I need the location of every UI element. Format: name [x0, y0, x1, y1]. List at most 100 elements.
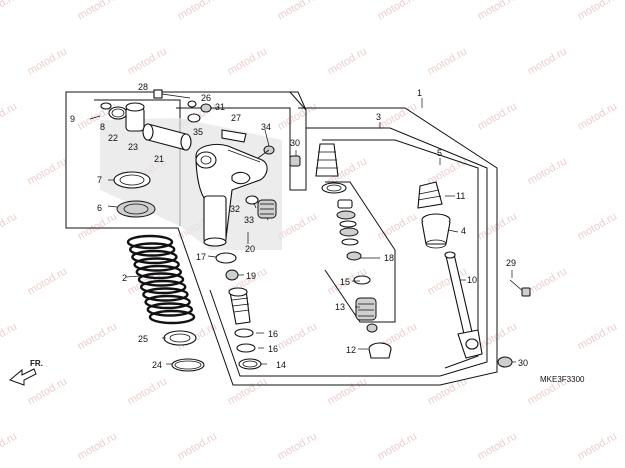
watermark-text: motod.ru: [126, 45, 170, 77]
spring-coil: [146, 302, 194, 317]
part-28-bolt: [153, 89, 191, 99]
watermark-text: motod.ru: [0, 0, 19, 23]
callout-35: 35: [193, 127, 203, 137]
part-6-lock-nut: [116, 200, 156, 218]
watermark-text: motod.ru: [326, 375, 370, 407]
spring-coil: [135, 264, 183, 280]
spring-coil: [126, 234, 174, 250]
rod-assembly: [336, 199, 359, 246]
callout-17: 17: [196, 252, 206, 262]
part-15-oring: [353, 275, 371, 285]
part-30-nut-lower: [497, 356, 513, 368]
callout-20: 20: [245, 244, 255, 254]
damper-rod-lower: [228, 287, 251, 325]
callout-24: 24: [152, 360, 162, 370]
part-small-nut: [366, 323, 378, 333]
watermark-text: motod.ru: [76, 210, 120, 242]
part-11-boot: [417, 181, 443, 209]
spring-coil: [139, 279, 187, 295]
callout-3: 3: [376, 112, 381, 122]
part-16-washer-b: [236, 343, 256, 353]
callout-10: 10: [467, 275, 477, 285]
callout-4: 4: [461, 226, 466, 236]
callout-1: 1: [417, 88, 422, 98]
watermark-text: motod.ru: [276, 430, 320, 462]
watermark-text: motod.ru: [126, 375, 170, 407]
callout-11: 11: [456, 191, 465, 201]
watermark-text: motod.ru: [26, 375, 70, 407]
callout-28: 28: [138, 82, 148, 92]
spring-coil: [128, 242, 176, 257]
spring-coil: [144, 294, 191, 310]
watermark-text: motod.ru: [276, 210, 320, 242]
callout-31: 31: [215, 102, 225, 112]
front-arrow-icon: FR.: [9, 359, 43, 386]
callout-8: 8: [100, 122, 105, 132]
shock-body: [195, 143, 268, 247]
watermark-text: motod.ru: [26, 155, 70, 187]
part-14-seal: [238, 358, 262, 370]
part-17-oring: [215, 252, 237, 264]
callout-16b: 16: [268, 344, 278, 354]
watermark-text: motod.ru: [426, 45, 470, 77]
part-21-bladder: [142, 123, 192, 151]
callout-labels: 1 2 3 4 5 6 7 8 9 10 11 12 13 14 15 16 1…: [70, 82, 528, 370]
watermark-text: motod.ru: [176, 430, 220, 462]
part-10-rod: [444, 251, 483, 359]
callout-19: 19: [246, 271, 256, 281]
watermark-text: motod.ru: [526, 265, 570, 297]
spring-coil: [137, 272, 185, 287]
callout-33: 33: [244, 215, 254, 225]
part-2-shock-spring: [126, 234, 196, 325]
callout-34: 34: [261, 122, 271, 132]
watermark-text: motod.ru: [476, 100, 520, 132]
part-33-adjuster: [257, 199, 277, 219]
part-12-cap: [368, 342, 392, 359]
part-13-bump-rubber: [355, 297, 377, 321]
spring-coil: [142, 287, 189, 302]
part-7-adjuster-nut: [113, 171, 151, 189]
callout-9: 9: [70, 114, 75, 124]
watermark-text: motod.ru: [476, 430, 520, 462]
front-indicator-label: FR.: [30, 359, 43, 368]
callout-22: 22: [108, 133, 118, 143]
watermark-text: motod.ru: [376, 430, 420, 462]
part-22-oring: [108, 106, 128, 120]
callout-29: 29: [506, 258, 516, 268]
part-29-bolt: [509, 279, 531, 297]
part-16-washer-a: [234, 328, 254, 338]
part-25-spring-seat: [163, 330, 197, 346]
part-24-stopper-ring: [171, 358, 205, 372]
watermark-text: motod.ru: [526, 45, 570, 77]
callout-18: 18: [384, 253, 394, 263]
callout-14: 14: [276, 360, 286, 370]
watermark-text: motod.ru: [576, 100, 620, 132]
watermark-text: motod.ru: [326, 45, 370, 77]
watermark-text: motod.ru: [76, 430, 120, 462]
watermark-text: motod.ru: [376, 0, 420, 23]
watermark-text: motod.ru: [226, 375, 270, 407]
callout-32: 32: [230, 204, 240, 214]
part-8-cap: [100, 102, 112, 110]
callout-27: 27: [231, 113, 241, 123]
part-23-reservoir-cap: [125, 102, 145, 132]
watermark-text: motod.ru: [0, 100, 19, 132]
callout-25: 25: [138, 334, 148, 344]
diagram-code: MKE3F3300: [540, 375, 585, 384]
callout-13: 13: [335, 302, 345, 312]
part-18-washer: [346, 251, 362, 261]
spring-coil: [131, 249, 178, 265]
watermark-text: motod.ru: [176, 0, 220, 23]
part-32-oring: [245, 195, 259, 205]
callout-6: 6: [97, 203, 102, 213]
callout-16a: 16: [268, 329, 278, 339]
callout-23: 23: [128, 142, 138, 152]
watermark-text: motod.ru: [26, 265, 70, 297]
part-4-rubber: [421, 213, 451, 249]
watermark-text: motod.ru: [0, 320, 19, 352]
leader-lines: [89, 98, 516, 365]
callout-21: 21: [154, 154, 164, 164]
watermark-text: motod.ru: [226, 45, 270, 77]
watermark-text: motod.ru: [0, 210, 19, 242]
